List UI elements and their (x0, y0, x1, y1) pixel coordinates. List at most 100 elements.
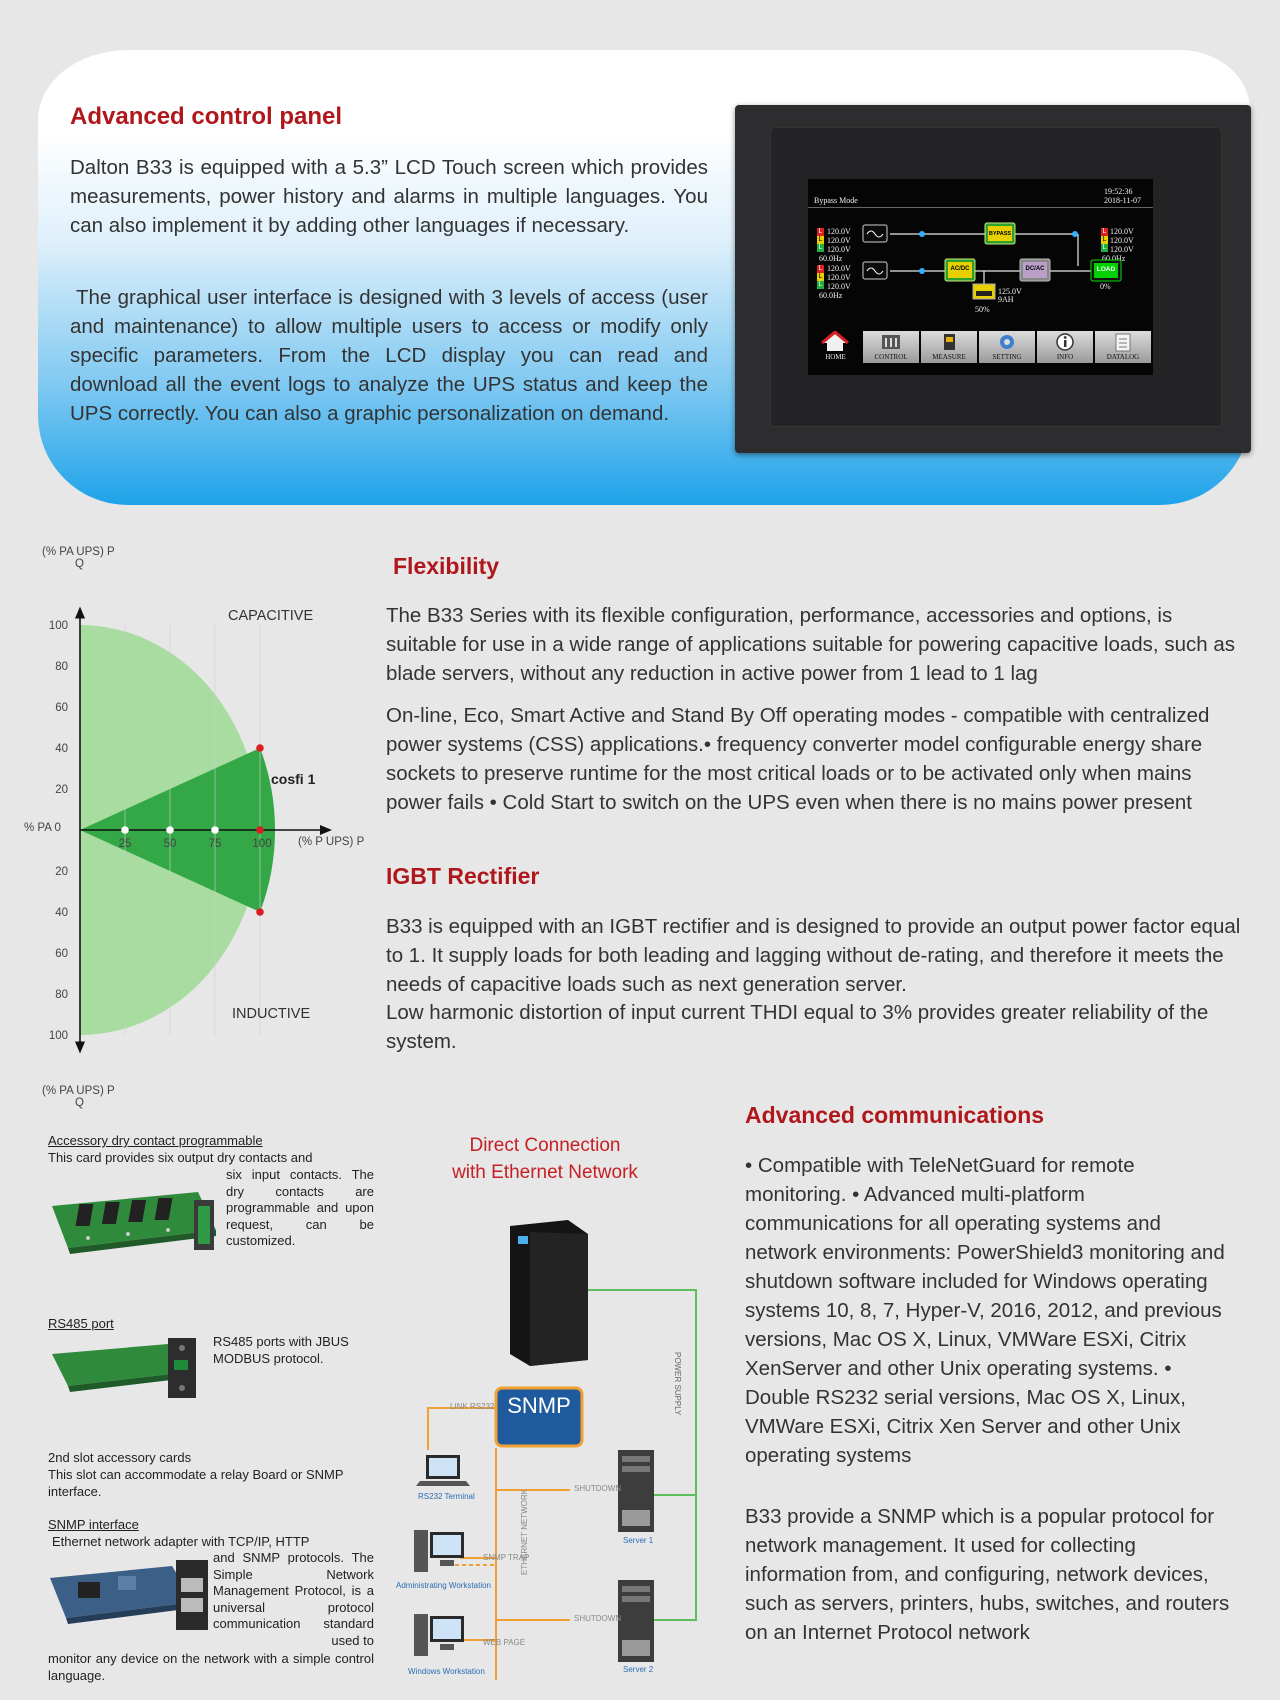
y-tick-down-20: 20 (55, 866, 68, 878)
meter-icon (944, 334, 955, 350)
chart-inductive-label: INDUCTIVE (232, 1006, 311, 1022)
chart-y-label-top: (% PA UPS) P (42, 546, 115, 558)
y-tick-down-80: 80 (55, 989, 68, 1001)
lcd-menu-datalog[interactable]: DATALOG (1095, 331, 1151, 363)
y-tick-up-60: 60 (55, 702, 68, 714)
windows-workstation-icon (414, 1614, 428, 1656)
snmp-interface-body-line1: Ethernet network adapter with TCP/IP, HT… (52, 1534, 310, 1549)
y-tick-up-20: 20 (55, 784, 68, 796)
rs485-body: RS485 ports with JBUS MODBUS protocol. (213, 1334, 349, 1366)
diagram-title: Direct Connection with Ethernet Network (452, 1135, 638, 1183)
control-panel-paragraph-1: Dalton B33 is equipped with a 5.3” LCD T… (70, 156, 708, 237)
info-icon (1056, 333, 1074, 351)
chart-point-5 (256, 908, 264, 916)
snmp-card-image (50, 1560, 208, 1630)
flexibility-paragraph-1: The B33 Series with its flexible configu… (386, 604, 1235, 685)
second-slot-body: This slot can accommodate a relay Board … (48, 1467, 344, 1499)
x-tick-25: 25 (119, 838, 132, 850)
flexibility-paragraph-2: On-line, Eco, Smart Active and Stand By … (386, 704, 1210, 814)
communications-paragraph-1: • Compatible with TeleNetGuard for remot… (745, 1154, 1225, 1467)
chart-origin-label: % PA 0 (24, 822, 61, 834)
lcd-touch-screen: Bypass Mode 19:52:36 2018-11-07 L L L 12… (808, 179, 1153, 375)
x-tick-75: 75 (209, 838, 222, 850)
windows-workstation-label: Windows Workstation (408, 1667, 485, 1676)
link-rs232-label: LINK RS232 (450, 1402, 495, 1411)
lcd-menu-bar: HOME CONTROL MEASURE SETTING INFO (808, 331, 1153, 363)
snmp-interface-body: and SNMP protocols. The Simple Network M… (213, 1550, 374, 1648)
lcd-date: 2018-11-07 (1104, 196, 1142, 205)
lcd-output-values: 120.0V 120.0V 120.0V 60.0Hz (1102, 227, 1134, 263)
network-diagram (414, 1220, 697, 1680)
chart-capacitive-label: CAPACITIVE (228, 608, 314, 624)
chart-point-2 (211, 826, 219, 834)
capability-chart: 20 40 60 80 100 20 40 60 80 100 25 50 75 100 (49, 606, 332, 1054)
log-icon (1115, 333, 1131, 352)
y-tick-up-100: 100 (49, 620, 68, 632)
shutdown-label-2: SHUTDOWN (574, 1614, 622, 1623)
rs485-card-image (52, 1338, 196, 1398)
chart-point-3 (256, 826, 264, 834)
server-1-label: Server 1 (623, 1536, 654, 1545)
y-axis-arrow-down (75, 1041, 85, 1054)
rs485-title: RS485 port (48, 1316, 114, 1331)
x-tick-100: 100 (252, 838, 271, 850)
control-panel-title: Advanced control panel (70, 103, 343, 130)
y-tick-up-40: 40 (55, 743, 68, 755)
y-axis-arrow-up (75, 606, 85, 619)
admin-workstation-icon (414, 1530, 428, 1572)
lcd-load-percent: 0% (1100, 282, 1111, 291)
snmp-trap-label: SNMP TRAP (483, 1553, 530, 1562)
home-icon (821, 331, 849, 351)
igbt-paragraph-2: Low harmonic distortion of input current… (386, 1001, 1209, 1053)
admin-workstation-label: Administrating Workstation (396, 1581, 491, 1590)
lcd-load-label: LOAD (1096, 266, 1116, 273)
dry-contact-card-image (52, 1192, 216, 1254)
y-tick-down-60: 60 (55, 948, 68, 960)
rs232-terminal-label: RS232 Terminal (418, 1492, 475, 1501)
ethernet-network-label: ETHERNET NETWORK (520, 1488, 529, 1575)
power-supply-label: POWER SUPPLY (673, 1352, 682, 1416)
lcd-menu-home[interactable]: HOME (808, 331, 863, 363)
dry-contact-title: Accessory dry contact programmable (48, 1133, 263, 1148)
control-panel-paragraph-2: The graphical user interface is designed… (70, 286, 708, 425)
x-tick-50: 50 (164, 838, 177, 850)
chart-point-4 (256, 744, 264, 752)
chart-points (121, 744, 264, 916)
lcd-menu-info[interactable]: INFO (1037, 331, 1093, 363)
communications-title: Advanced communications (745, 1102, 1045, 1128)
sliders-icon (882, 335, 900, 349)
y-tick-up-80: 80 (55, 661, 68, 673)
lcd-dcac-label: DC/AC (1025, 266, 1045, 272)
lcd-menu-control[interactable]: CONTROL (863, 331, 919, 363)
dry-contact-body: six input contacts. The dry contacts are… (226, 1167, 374, 1249)
lcd-input2-values: 120.0V 120.0V 120.0V 60.0Hz (819, 264, 851, 300)
lcd-battery-ah: 9AH (998, 295, 1014, 304)
server-2-label: Server 2 (623, 1665, 654, 1674)
lcd-battery-percent: 50% (975, 305, 990, 314)
second-slot-title: 2nd slot accessory cards (48, 1450, 192, 1465)
igbt-title: IGBT Rectifier (386, 863, 540, 889)
dry-contact-body-line1: This card provides six output dry contac… (48, 1150, 313, 1165)
y-tick-down-40: 40 (55, 907, 68, 919)
lcd-divider (808, 207, 1153, 208)
y-tick-down-100: 100 (49, 1030, 68, 1042)
lcd-time: 19:52:36 (1104, 187, 1133, 196)
x-axis-arrow (320, 825, 332, 835)
snmp-box-label: SNMP (507, 1393, 571, 1418)
igbt-paragraph-1: B33 is equipped with an IGBT rectifier a… (386, 915, 1241, 996)
lcd-menu-setting[interactable]: SETTING (979, 331, 1035, 363)
snmp-box (494, 1386, 584, 1448)
chart-x-label: (% P UPS) P (298, 836, 365, 848)
lcd-menu-measure[interactable]: MEASURE (921, 331, 977, 363)
chart-cosfi-label: cosfi 1 (271, 771, 316, 787)
lcd-power-flow (862, 222, 1122, 300)
chart-point-0 (121, 826, 129, 834)
shutdown-label-1: SHUTDOWN (574, 1484, 622, 1493)
flexibility-title: Flexibility (393, 553, 500, 579)
lcd-acdc-label: AC/DC (950, 266, 970, 272)
web-page-label: WEB PAGE (483, 1638, 526, 1647)
gear-icon (1000, 335, 1014, 349)
chart-y-label-bottom: (% PA UPS) P (42, 1085, 115, 1097)
communications-paragraph-2: B33 provide a SNMP which is a popular pr… (745, 1505, 1230, 1644)
snmp-interface-body-tail: monitor any device on the network with a… (48, 1651, 374, 1683)
